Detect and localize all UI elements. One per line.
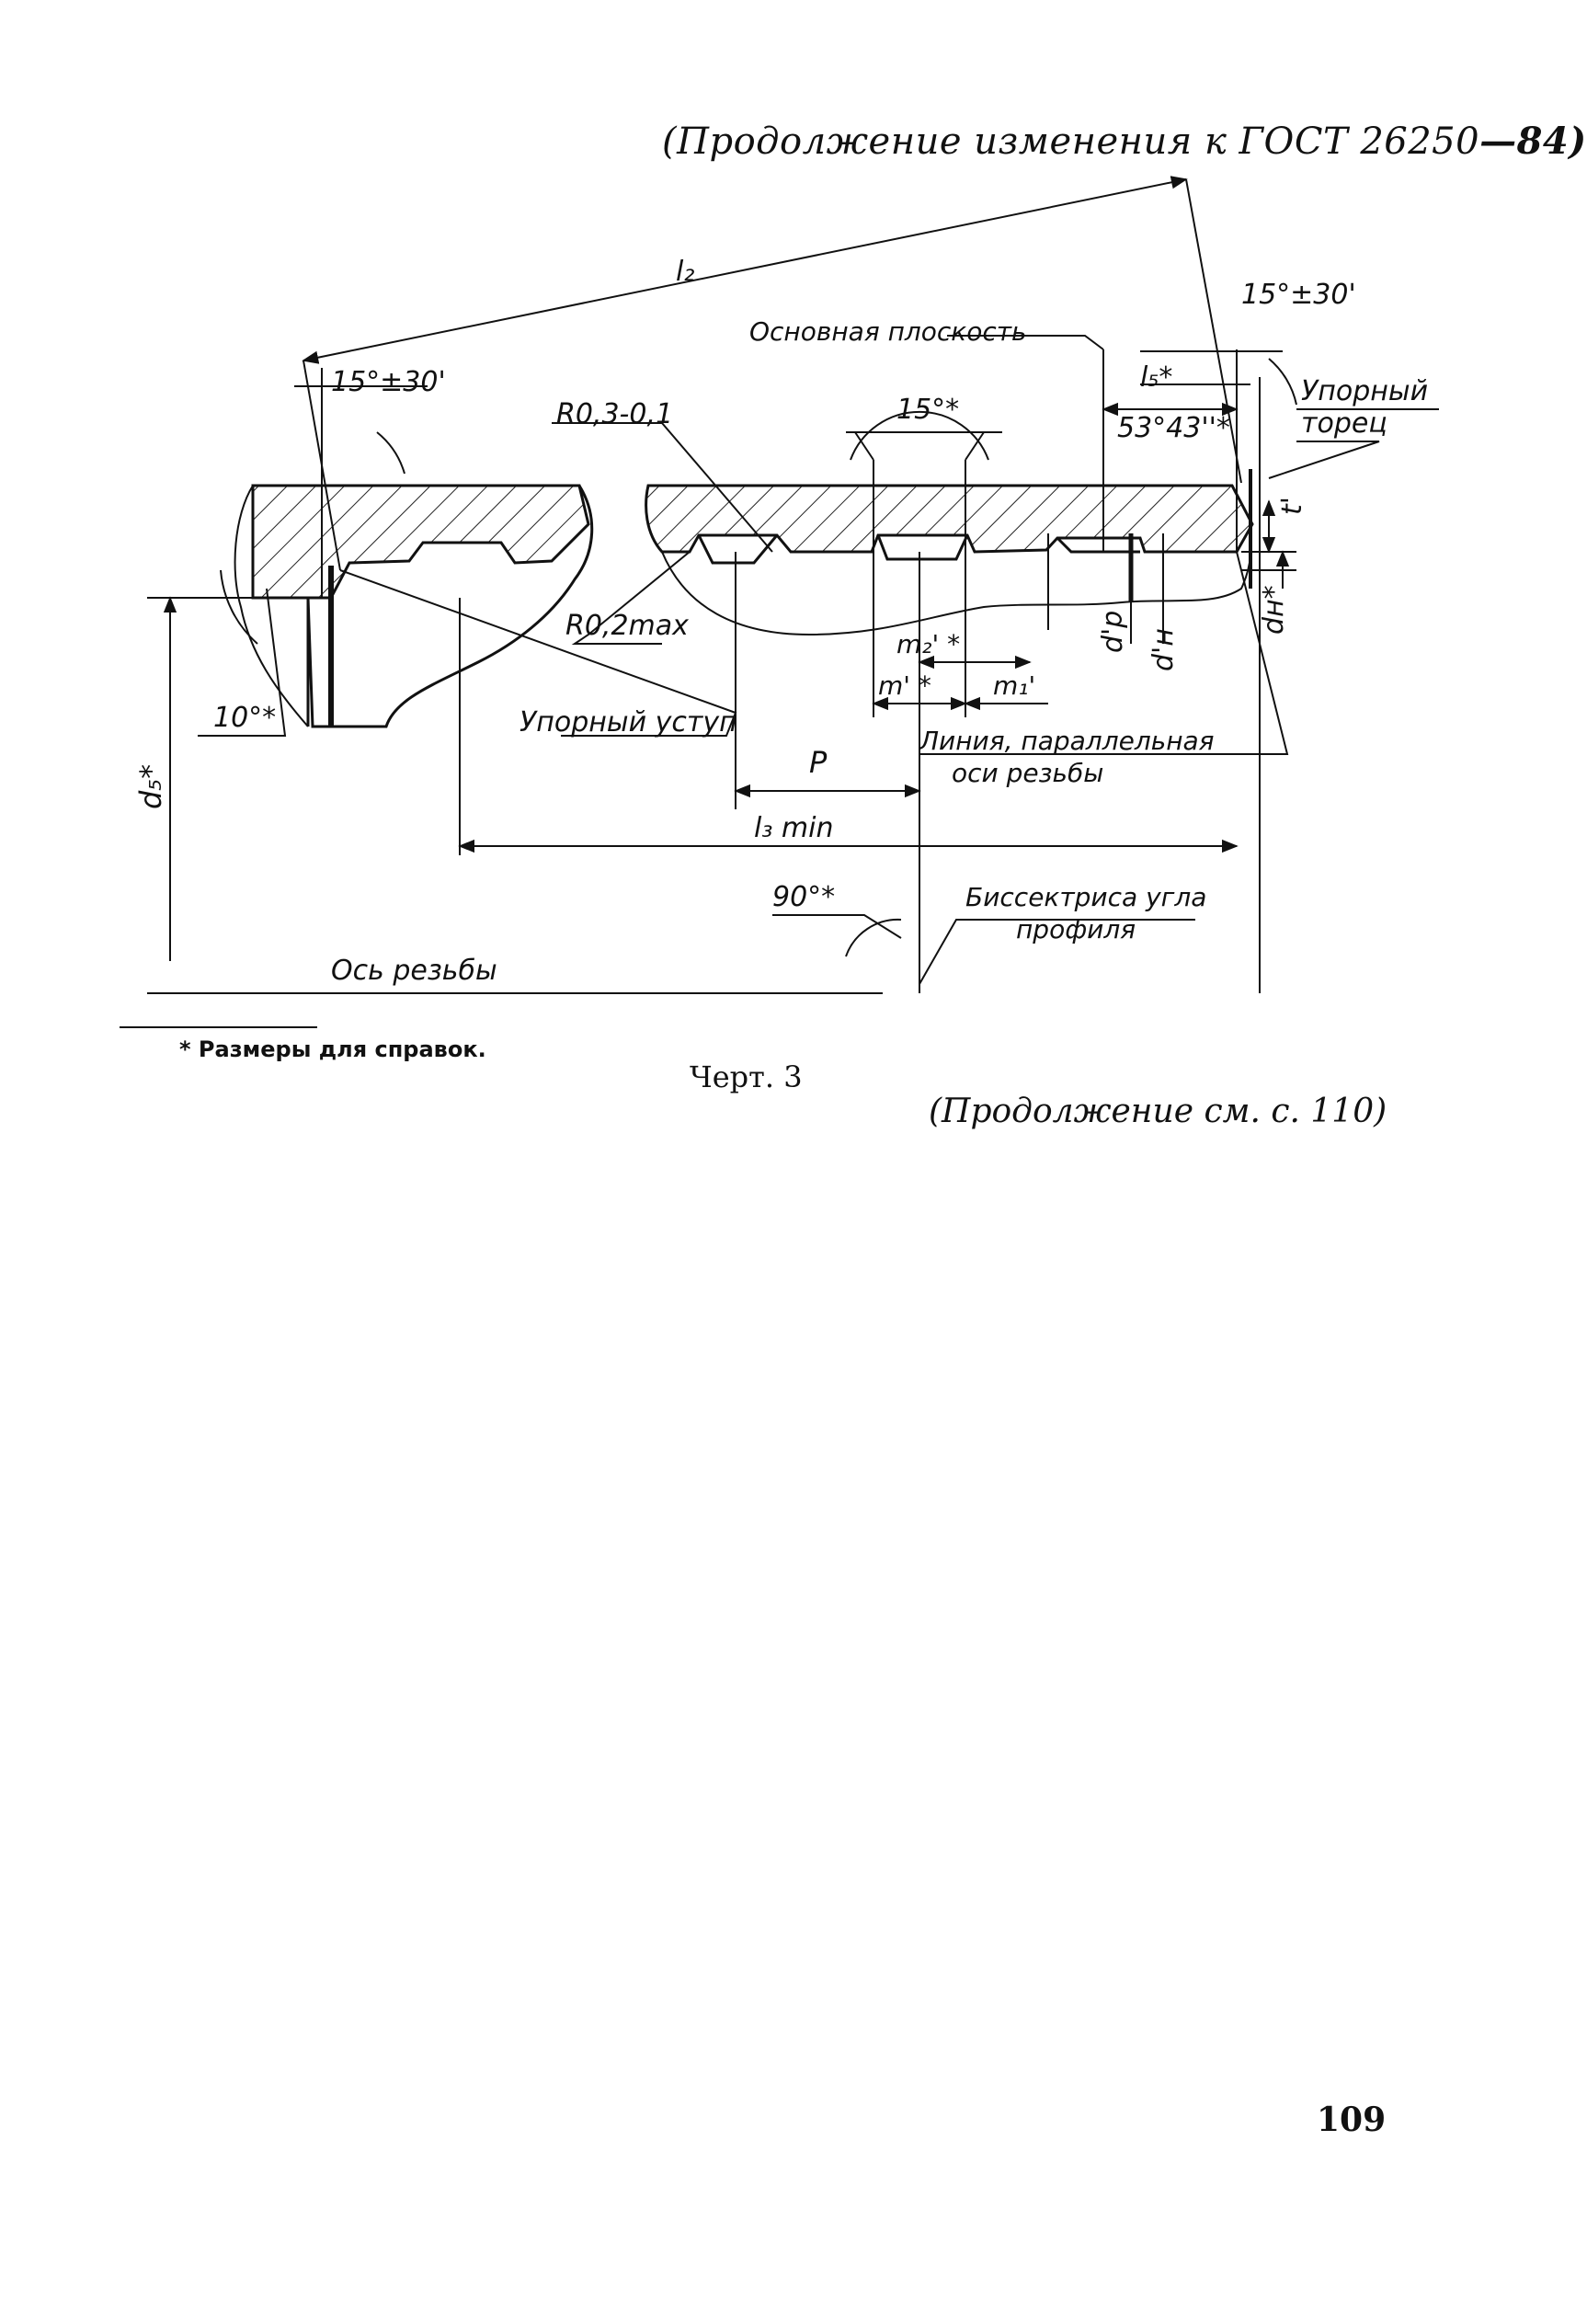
page-number: 109 [1317, 2101, 1387, 2139]
label-bisector-1: Биссектриса угла [965, 882, 1206, 912]
footnote-rule [120, 1026, 317, 1028]
label-angle-90: 90°* [772, 881, 835, 913]
label-angle-right: 15°±30' [1241, 279, 1356, 311]
left-section [221, 484, 594, 728]
label-m2: m₂' * [896, 629, 960, 659]
figure-caption: Черт. 3 [690, 1059, 803, 1094]
label-parallel-line-1: Линия, параллельная [919, 726, 1215, 756]
header-suffix: —84) [1479, 120, 1587, 163]
label-axis: Ось резьбы [331, 955, 497, 987]
label-l2: l₂ [676, 256, 694, 288]
label-r02: R0,2max [565, 610, 689, 642]
page-header: (Продолжение изменения к ГОСТ 26250—84) [662, 120, 1587, 163]
label-m-prime: m' * [878, 670, 931, 701]
label-dh-star: dн* [1258, 585, 1290, 635]
continuation-note: (Продолжение см. с. 110) [929, 1093, 1387, 1130]
right-section [645, 469, 1254, 636]
label-angle-left: 15°±30' [331, 366, 446, 398]
label-dp: d'p [1097, 611, 1129, 653]
header-prefix: (Продолжение изменения к ГОСТ 26250 [662, 120, 1480, 163]
document-page: (Продолжение изменения к ГОСТ 26250—84) [120, 120, 1586, 2139]
label-dh-prime: d'н [1147, 628, 1180, 671]
label-m1: m₁' [993, 670, 1035, 701]
dimension-lines [147, 176, 1439, 994]
label-bisector-2: профиля [1016, 914, 1136, 944]
label-angle-53: 53°43''* [1117, 412, 1230, 444]
label-angle-10: 10°* [213, 702, 276, 734]
footnote: * Размеры для справок. [179, 1036, 486, 1062]
label-d5: d₅* [133, 764, 168, 809]
label-thrust-face-1: Упорный [1301, 375, 1428, 407]
label-basic-plane: Основная плоскость [749, 316, 1027, 347]
label-thrust-shoulder: Упорный уступ [519, 706, 737, 738]
label-p: P [809, 745, 828, 780]
label-r03: R0,3-0,1 [556, 398, 673, 430]
drawing-labels: l₂ 15°±30' 15°±30' R0,3-0,1 Основная пло… [133, 256, 1428, 987]
label-angle-15: 15°* [896, 394, 959, 426]
label-l3: l₃ min [754, 812, 833, 844]
technical-drawing: l₂ 15°±30' 15°±30' R0,3-0,1 Основная пло… [133, 176, 1439, 994]
label-thrust-face-2: торец [1301, 407, 1387, 440]
label-t-prime: t' [1276, 497, 1308, 515]
label-parallel-line-2: оси резьбы [952, 758, 1103, 788]
label-l5: l₅* [1140, 361, 1172, 394]
